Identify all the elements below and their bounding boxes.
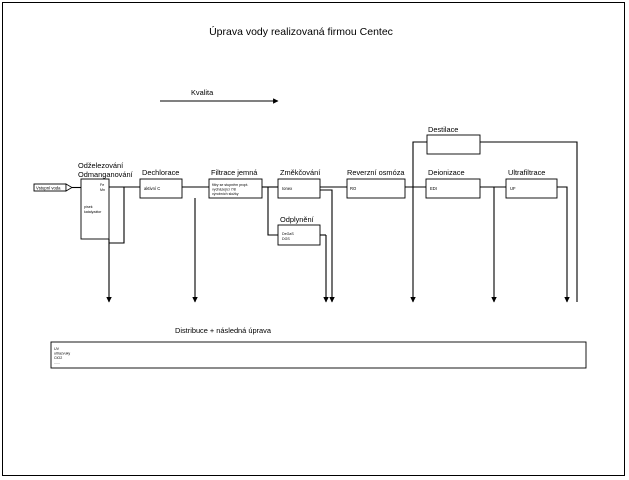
stage-content-fe: Fe xyxy=(100,183,104,187)
distribution-item: ...... xyxy=(54,361,60,365)
stage-content-mn: Mn xyxy=(100,188,105,192)
stage-content-filtrace-1: filtry se stupněm propt. xyxy=(212,183,248,187)
stage-content-odplyneni-2: DGS xyxy=(282,237,290,241)
branch-line-odplyneni xyxy=(267,187,278,236)
bypass-line-odzelezovani xyxy=(109,187,125,244)
distribution-title: Distribuce + následná úprava xyxy=(175,326,272,335)
diagram-title: Úprava vody realizovaná firmou Centec xyxy=(209,25,393,38)
stage-title-ultrafiltrace: Ultrafiltrace xyxy=(508,168,545,177)
stage-box-zmekcovani xyxy=(277,178,321,199)
stage-content-katalyzator: katalyzátor xyxy=(84,210,102,214)
stage-title-reverzni-osmoza: Reverzní osmóza xyxy=(347,168,405,177)
distribution-item: UV xyxy=(54,347,60,351)
stage-title-deionizace: Deionizace xyxy=(428,168,465,177)
stage-content-odplyneni-1: DeGaS xyxy=(282,232,294,236)
stage-title-dechlorace: Dechlorace xyxy=(142,168,179,177)
stage-title-destilace: Destilace xyxy=(428,125,458,134)
distribution-item: ultrazvuky xyxy=(54,352,70,356)
stage-content-uf: UF xyxy=(510,186,516,191)
stage-content-pisek: písek xyxy=(84,205,93,209)
stage-box-dechlorace xyxy=(139,178,183,199)
stage-content-filtrace-3: výrobních složky xyxy=(212,192,239,196)
distribution-arrow xyxy=(557,186,570,303)
distribution-arrow xyxy=(320,189,335,303)
stage-title-odzelezovani: Odželezování xyxy=(78,161,124,170)
stage-content-dechlorace: aktivní C xyxy=(144,186,160,191)
stage-box-filtrace xyxy=(208,178,263,199)
distribution-item: ClO2 xyxy=(54,356,62,360)
stage-box-reverzni-osmoza xyxy=(346,178,406,199)
stage-content-ro: RO xyxy=(350,186,357,191)
stage-title-filtrace: Filtrace jemná xyxy=(211,168,258,177)
input-label: Vstupní voda xyxy=(36,186,61,191)
stage-content-zmekcovani: Ionex xyxy=(282,186,293,191)
quality-label: Kvalita xyxy=(191,88,214,97)
stage-content-edi: EDI xyxy=(430,186,437,191)
input-arrow-icon xyxy=(65,183,73,192)
branch-line-destilace-out xyxy=(480,141,578,302)
stage-box-odzelezovani xyxy=(80,178,110,240)
stage-content-filtrace-2: vycházející 7/8 xyxy=(212,188,236,192)
distribution-box xyxy=(50,341,587,369)
diagram-frame xyxy=(2,2,625,476)
stage-box-deionizace xyxy=(425,178,481,199)
branch-line-destilace-in xyxy=(412,141,427,187)
stage-title-odplyneni: Odplynění xyxy=(280,215,315,224)
stage-box-destilace xyxy=(426,134,481,155)
stage-title-zmekcovani: Změkčování xyxy=(280,168,321,177)
stage-title-odmanganovani: Odmanganování xyxy=(78,170,134,179)
stage-box-ultrafiltrace xyxy=(505,178,558,199)
